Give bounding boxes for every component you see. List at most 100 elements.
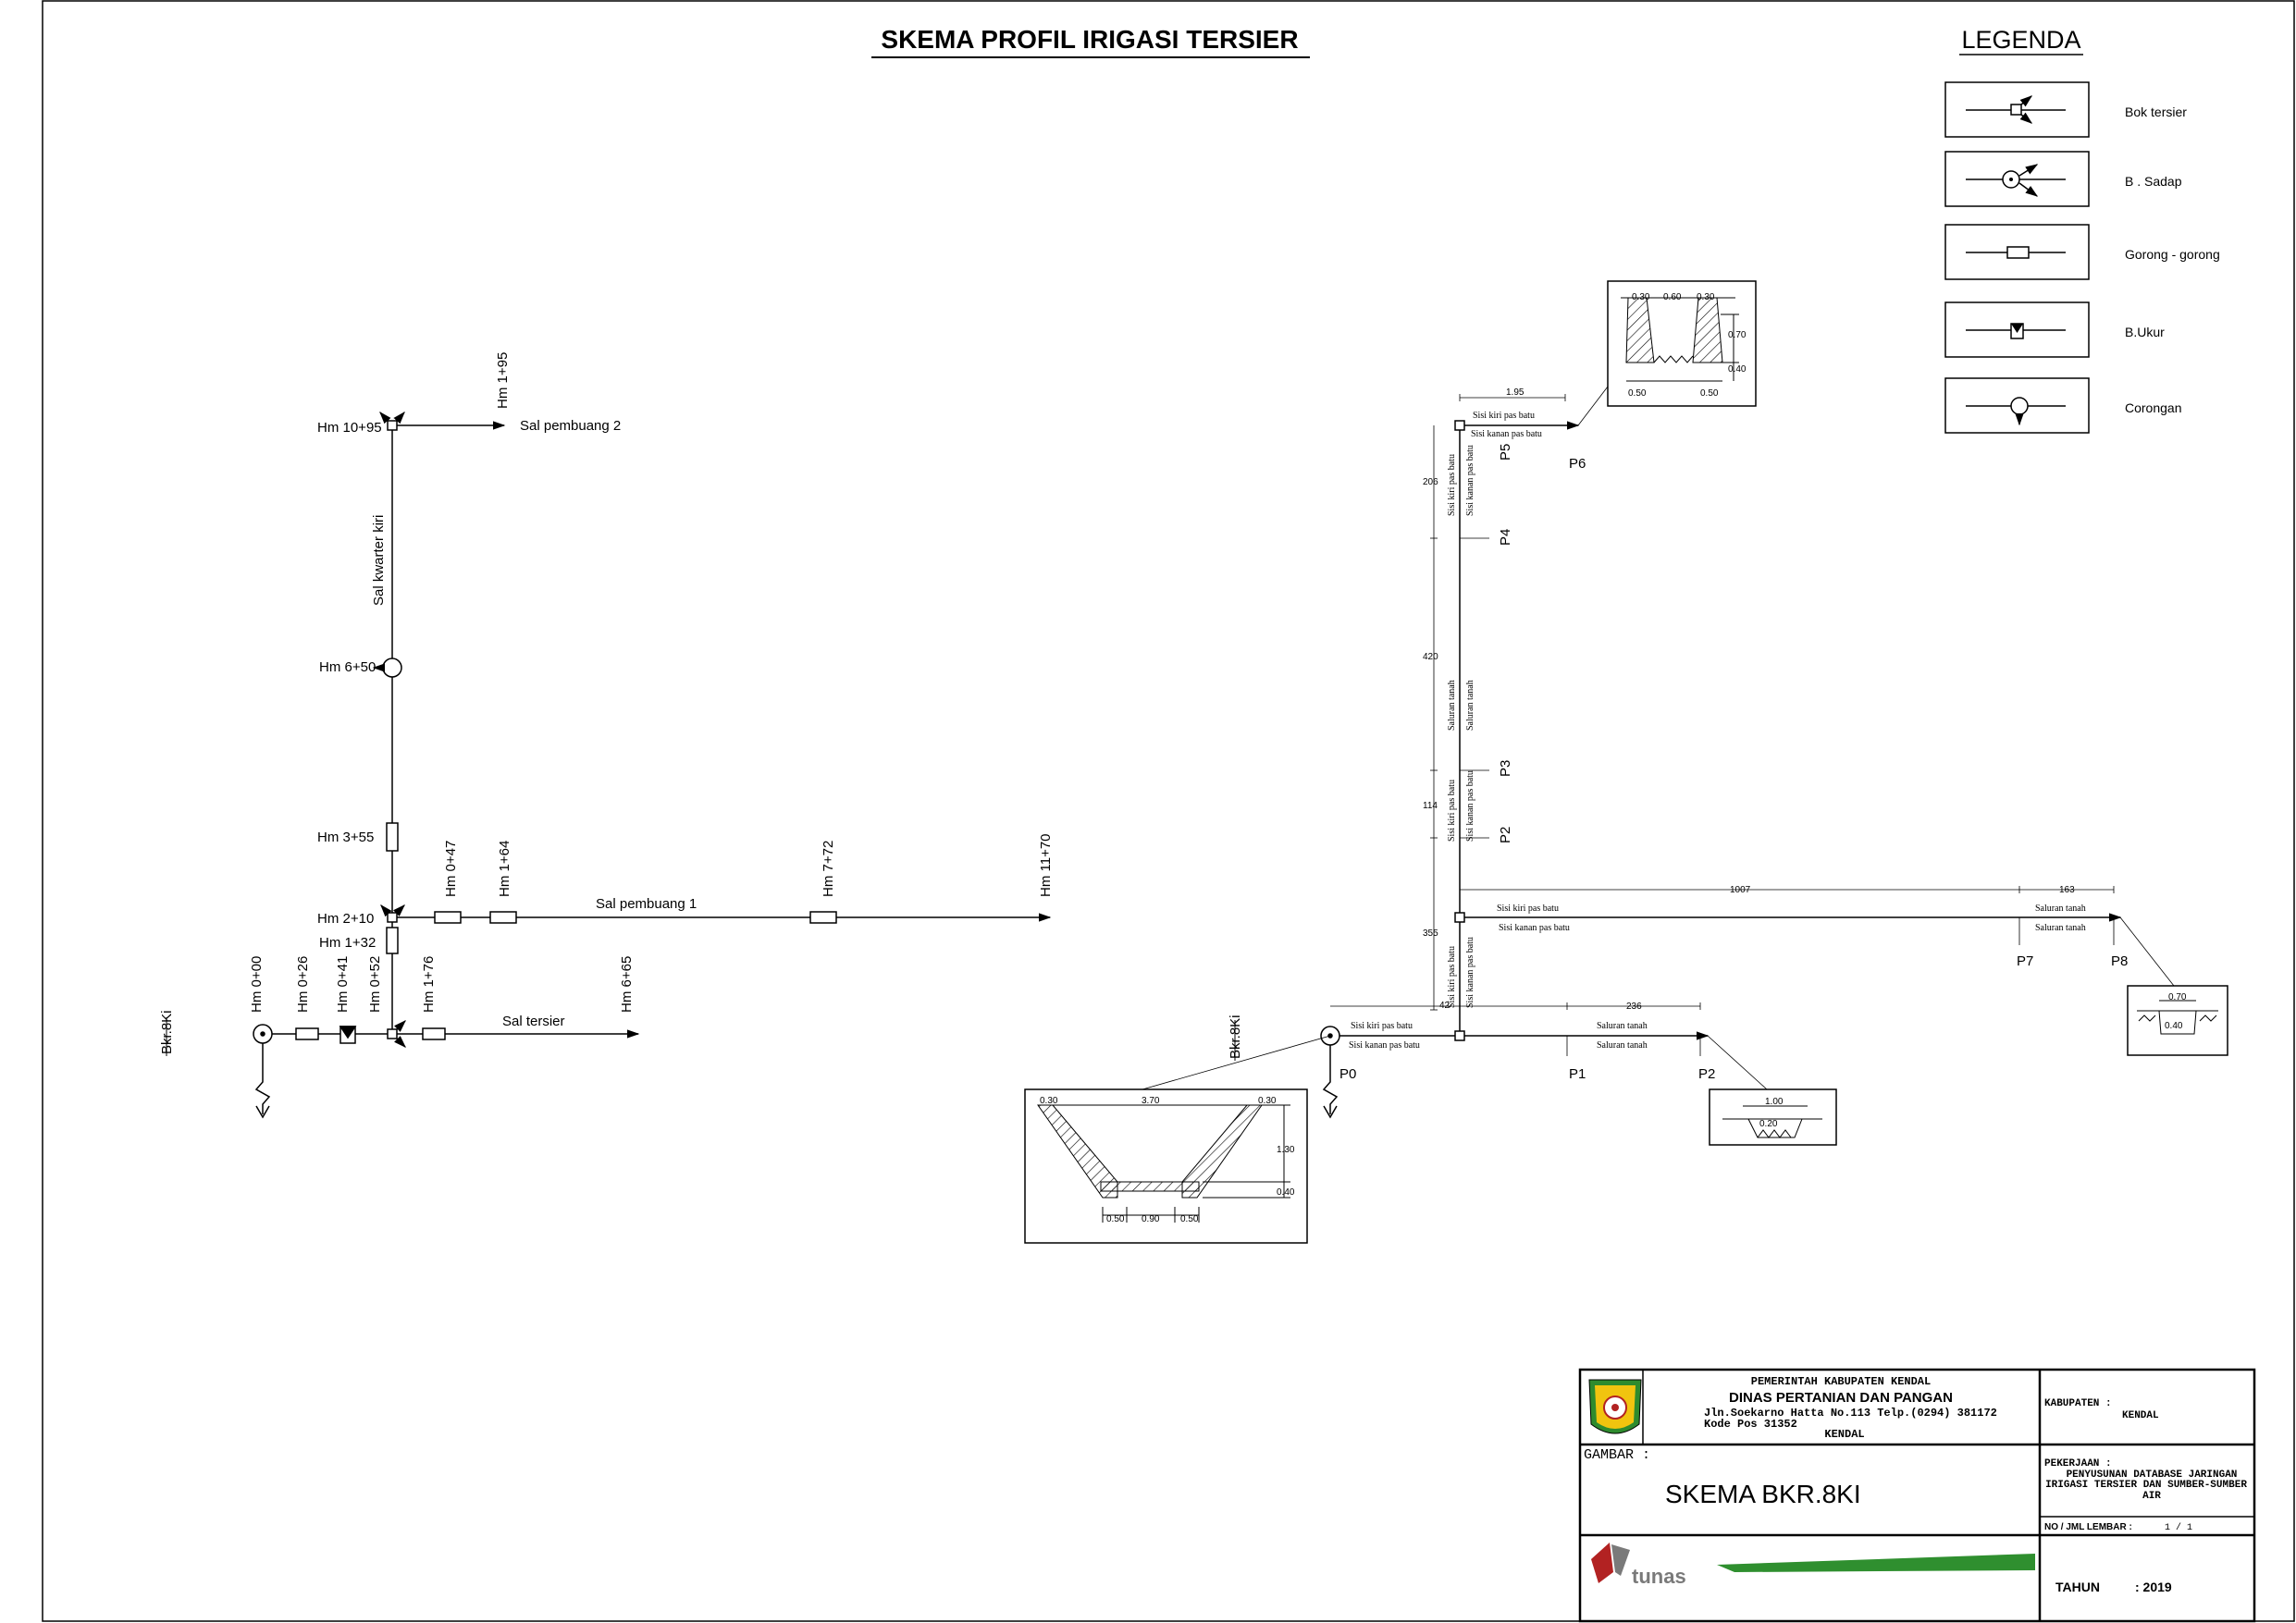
- xs-top-h1: 0.70: [1728, 330, 1747, 340]
- xs-top-b1: 0.50: [1628, 388, 1647, 399]
- xs-p8-w: 0.70: [2168, 992, 2187, 1002]
- tb-gambar-label: GAMBAR :: [1584, 1447, 1650, 1463]
- station-hm772: Hm 7+72: [821, 841, 836, 897]
- xs-main-b-l: 0.50: [1106, 1214, 1125, 1224]
- gorong-hm164-icon: [489, 911, 517, 924]
- bank-label-9: Sisi kiri pas batu: [1473, 411, 1535, 421]
- channel-sal-tersier: Sal tersier: [502, 1014, 565, 1029]
- station-hm650: Hm 6+50: [319, 659, 376, 675]
- cross-section-main-labels: 0.30 3.70 0.30 1.30 0.40 0.50 0.90 0.50: [1040, 1096, 1295, 1224]
- gorong-hm026-icon: [295, 1027, 319, 1040]
- tb-kabupaten-label: KABUPATEN :: [2044, 1398, 2112, 1409]
- station-hm132: Hm 1+32: [319, 935, 376, 951]
- legend-label-gorong: Gorong - gorong: [2125, 247, 2220, 262]
- xs-main-top: 3.70: [1142, 1096, 1160, 1106]
- tb-tahun-label: TAHUN: [2055, 1580, 2100, 1594]
- point-p6: P6: [1569, 456, 1586, 472]
- bank-label-18: Sisi kanan pas batu: [1465, 937, 1475, 1008]
- tb-tahun-value: : 2019: [2135, 1580, 2172, 1594]
- point-p3: P3: [1498, 760, 1513, 777]
- right-schematic: [1322, 421, 2122, 1119]
- cross-section-p8: [2127, 985, 2228, 1056]
- gorong-hm047-icon: [434, 911, 462, 924]
- legend: LEGENDA Bok tersier B . Sadap Gorong - g…: [1944, 26, 2220, 434]
- tb-city: KENDAL: [1824, 1428, 1864, 1441]
- station-hm000: Hm 0+00: [249, 956, 265, 1013]
- point-p4: P4: [1498, 529, 1513, 546]
- xs-main-top-l: 0.30: [1040, 1096, 1058, 1106]
- bok-hm1095-icon: [379, 411, 405, 431]
- tb-lembar-value: 1 / 1: [2165, 1522, 2192, 1533]
- legend-label-b-ukur: B.Ukur: [2125, 325, 2165, 339]
- bank-label-2: Sisi kanan pas batu: [1349, 1040, 1420, 1051]
- point-p1: P1: [1569, 1066, 1586, 1082]
- station-hm1095: Hm 10+95: [317, 420, 382, 436]
- bank-label-10: Sisi kanan pas batu: [1471, 429, 1542, 439]
- dim-114: 114: [1423, 801, 1438, 811]
- xs-p8-h: 0.40: [2165, 1021, 2183, 1031]
- station-hm665: Hm 6+65: [619, 956, 635, 1013]
- bank-label-6: Sisi kanan pas batu: [1499, 923, 1570, 933]
- legend-label-b-sadap: B . Sadap: [2125, 174, 2182, 189]
- cross-section-p8-labels: 0.70 0.40: [2165, 992, 2187, 1031]
- point-p8: P8: [2111, 953, 2128, 969]
- dim-420: 420: [1423, 652, 1438, 662]
- bank-label-12: Sisi kanan pas batu: [1465, 445, 1475, 516]
- page-title: SKEMA PROFIL IRIGASI TERSIER: [881, 25, 1298, 54]
- xs-main-h2: 0.40: [1277, 1187, 1295, 1198]
- tb-pekerjaan-l3: AIR: [2142, 1491, 2161, 1502]
- cross-section-top: [1607, 280, 1757, 407]
- right-structures: [1320, 420, 1465, 1046]
- point-p0: P0: [1339, 1066, 1356, 1082]
- station-hm1170: Hm 11+70: [1038, 833, 1054, 897]
- bok-hm210-icon: [380, 904, 405, 923]
- tb-company: tunas: [1632, 1565, 1686, 1588]
- bok-tersier-icon: [1944, 81, 2090, 138]
- station-hm195: Hm 1+95: [495, 352, 511, 409]
- xs-top-b2: 0.50: [1700, 388, 1719, 399]
- bok-right-2-icon: [1454, 912, 1465, 923]
- cross-section-top-labels: 0.30 0.60 0.30 0.70 0.40 0.50 0.50: [1628, 292, 1747, 399]
- legend-heading: LEGENDA: [1961, 26, 2080, 54]
- gorong-hm772-icon: [809, 911, 837, 924]
- xs-top-h2: 0.40: [1728, 364, 1747, 375]
- channel-sal-pembuang-2: Sal pembuang 2: [520, 418, 621, 434]
- tb-gov: PEMERINTAH KABUPATEN KENDAL: [1751, 1375, 1931, 1388]
- point-p5: P5: [1498, 444, 1513, 461]
- xs-main-h1: 1.30: [1277, 1145, 1295, 1155]
- station-hm355: Hm 3+55: [317, 830, 374, 845]
- title-block: [1578, 1368, 2256, 1623]
- tb-gambar-value: SKEMA BKR.8KI: [1665, 1480, 1861, 1508]
- gorong-hm355-icon: [386, 822, 399, 852]
- xs-top-t3: 0.30: [1697, 292, 1715, 302]
- bangunan-ukur-icon: [1944, 301, 2090, 358]
- xs-p2-b: 0.20: [1759, 1119, 1778, 1129]
- legend-label-corongan: Corongan: [2125, 400, 2182, 415]
- dim-195: 1.95: [1506, 387, 1524, 398]
- station-hm052: Hm 0+52: [367, 956, 383, 1013]
- cross-section-main: [1024, 1088, 1308, 1244]
- gorong-hm176-icon: [422, 1027, 446, 1040]
- left-structures: [253, 411, 837, 1048]
- xs-top-t2: 0.60: [1663, 292, 1682, 302]
- xs-main-b: 0.90: [1142, 1214, 1160, 1224]
- dim-163: 163: [2059, 885, 2075, 895]
- tb-addr1: Jln.Soekarno Hatta No.113 Telp.(0294) 38…: [1704, 1407, 1997, 1420]
- corongan-icon: [1944, 377, 2090, 434]
- cross-section-p2: [1709, 1088, 1837, 1146]
- title-block-text: PEMERINTAH KABUPATEN KENDAL DINAS PERTAN…: [1584, 1375, 2247, 1594]
- bank-label-4: Saluran tanah: [1597, 1040, 1648, 1051]
- left-labels: Bkr.8Ki Hm 0+00 Hm 0+26 Hm 0+41 Hm 0+52 …: [159, 352, 1054, 1056]
- bank-label-1: Sisi kiri pas batu: [1351, 1021, 1413, 1031]
- channel-sal-kwarter-kiri: Sal kwarter kiri: [371, 515, 387, 606]
- bok-right-3-icon: [1454, 420, 1465, 431]
- point-p2-vert: P2: [1498, 827, 1513, 843]
- bank-label-16: Sisi kanan pas batu: [1465, 770, 1475, 842]
- bank-label-15: Sisi kiri pas batu: [1447, 780, 1457, 842]
- ukur-hm041-icon: [339, 1026, 357, 1044]
- xs-main-top-r: 0.30: [1258, 1096, 1277, 1106]
- right-dimensions: [1135, 386, 2175, 1092]
- station-hm176: Hm 1+76: [421, 956, 437, 1013]
- point-p7: P7: [2017, 953, 2033, 969]
- kendal-emblem-logo: [1588, 1379, 1642, 1434]
